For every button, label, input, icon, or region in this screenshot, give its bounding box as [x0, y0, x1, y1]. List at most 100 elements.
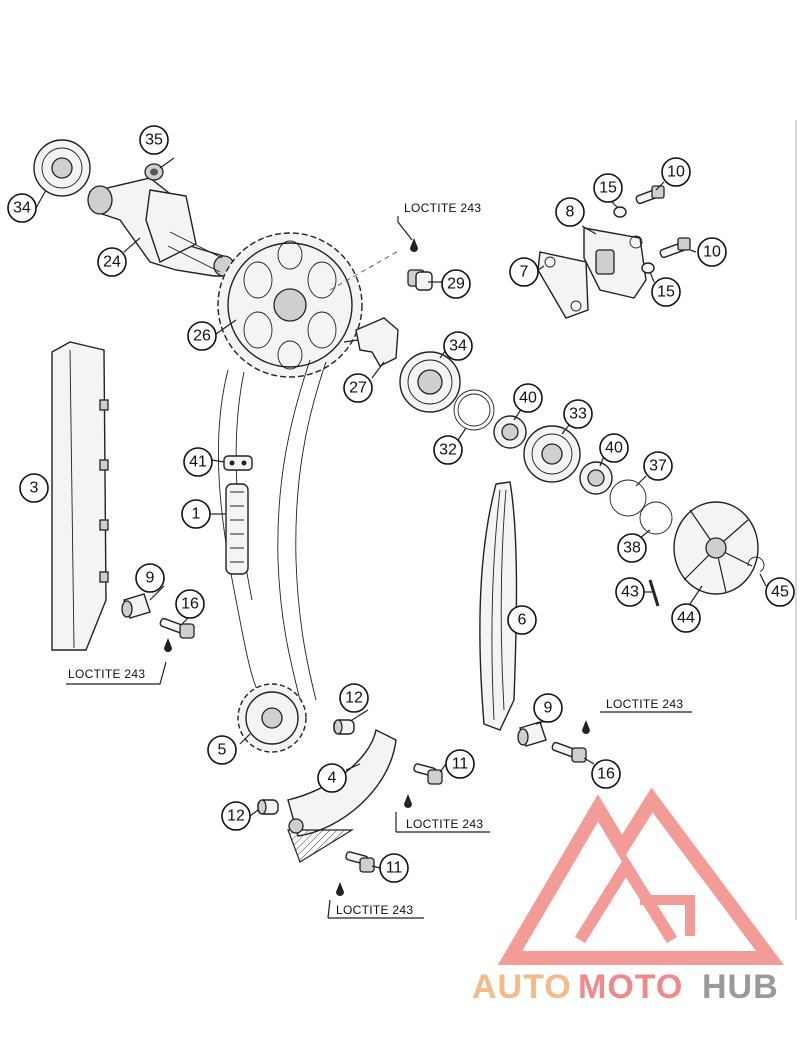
o-ring-38: [639, 501, 673, 535]
water-pump-impeller: [673, 501, 759, 595]
washer-32: [453, 389, 495, 431]
svg-text:26: 26: [193, 328, 211, 345]
part-27-bracket: [343, 317, 399, 367]
loctite-brackets: [66, 216, 692, 919]
svg-text:24: 24: [103, 254, 121, 271]
svg-text:33: 33: [569, 406, 587, 423]
watermark-text: AUTO MOTO HUB: [472, 968, 778, 1006]
chain-link-41: [223, 455, 253, 471]
svg-text:44: 44: [677, 610, 695, 627]
svg-text:11: 11: [452, 756, 469, 773]
svg-text:6: 6: [518, 612, 527, 629]
callout-6: 6: [507, 605, 537, 635]
callout-27: 27: [343, 373, 373, 403]
callout-29: 29: [441, 269, 471, 299]
callout-40-right: 40: [599, 433, 629, 463]
bushing-12-upper: [333, 719, 355, 735]
callout-34-top: 34: [7, 193, 37, 223]
part-35-nut: [144, 157, 175, 181]
washer-15-top: [613, 206, 627, 218]
callout-7: 7: [509, 257, 539, 287]
svg-text:LOCTITE 243: LOCTITE 243: [336, 903, 413, 917]
svg-text:35: 35: [145, 132, 163, 149]
svg-text:34: 34: [449, 338, 467, 355]
washer-15-bottom: [641, 262, 655, 274]
leader-lines: [35, 181, 767, 869]
callout-38: 38: [617, 533, 647, 563]
svg-text:7: 7: [520, 264, 529, 281]
watermark-logo: [497, 787, 784, 965]
svg-text:3: 3: [30, 480, 39, 497]
svg-text:12: 12: [345, 690, 363, 707]
svg-text:27: 27: [349, 380, 367, 397]
callout-12-upper: 12: [339, 683, 369, 713]
callout-9-left: 9: [135, 563, 165, 593]
callout-3: 3: [19, 473, 49, 503]
svg-text:32: 32: [439, 442, 457, 459]
watermark-auto: AUTO: [472, 968, 572, 1006]
svg-text:9: 9: [544, 700, 553, 717]
callout-5: 5: [207, 735, 237, 765]
svg-text:5: 5: [218, 742, 227, 759]
callout-8: 8: [555, 197, 585, 227]
svg-text:10: 10: [703, 244, 721, 261]
callout-40-left: 40: [513, 383, 543, 413]
svg-text:9: 9: [146, 570, 155, 587]
camshaft: [87, 177, 235, 277]
svg-text:40: 40: [605, 440, 623, 457]
timing-chain: [217, 359, 327, 701]
callout-9-right: 9: [533, 693, 563, 723]
screw-11-lower: [336, 851, 375, 896]
callout-26: 26: [187, 321, 217, 351]
bolt-16-left: [159, 617, 195, 652]
callout-11-lower: 11: [379, 853, 409, 883]
loctite-label-top: LOCTITE 243: [404, 201, 481, 215]
svg-text:12: 12: [227, 808, 245, 825]
callout-4: 4: [317, 763, 347, 793]
bearing-top-left: [33, 139, 91, 197]
svg-text:1: 1: [192, 506, 201, 523]
svg-text:LOCTITE 243: LOCTITE 243: [404, 201, 481, 215]
pin-43: [648, 579, 660, 607]
callout-10-bottom: 10: [697, 237, 727, 267]
bearing-middle: [399, 351, 461, 413]
watermark-moto: MOTO: [578, 968, 683, 1006]
loctite-label-middle: LOCTITE 243: [406, 817, 483, 831]
svg-text:15: 15: [599, 180, 617, 197]
chain-guide-lower: [287, 728, 397, 863]
bushing-9-left: [121, 593, 151, 619]
svg-text:37: 37: [649, 458, 667, 475]
o-ring-37: [609, 479, 647, 517]
callout-15-bottom: 15: [651, 277, 681, 307]
callout-1: 1: [181, 499, 211, 529]
svg-text:43: 43: [621, 584, 639, 601]
svg-text:41: 41: [189, 454, 207, 471]
svg-text:38: 38: [623, 540, 641, 557]
screw-10-top: [635, 185, 665, 205]
callout-37: 37: [643, 451, 673, 481]
svg-text:15: 15: [657, 284, 675, 301]
callout-43: 43: [615, 577, 645, 607]
bushing-12-lower: [257, 799, 279, 815]
loctite-label-left: LOCTITE 243: [68, 667, 145, 681]
callout-32: 32: [433, 435, 463, 465]
callout-15-top: 15: [593, 173, 623, 203]
loctite-label-bottom: LOCTITE 243: [336, 903, 413, 917]
callout-10-top: 10: [661, 157, 691, 187]
screw-10-bottom: [659, 237, 691, 259]
callout-33: 33: [563, 399, 593, 429]
svg-text:LOCTITE 243: LOCTITE 243: [406, 817, 483, 831]
bolt-16-right: [551, 720, 590, 763]
callout-12-lower: 12: [221, 801, 251, 831]
tensioner-gasket: [537, 251, 589, 319]
screw-29: [407, 238, 433, 291]
callout-11-upper: 11: [445, 749, 475, 779]
svg-text:8: 8: [566, 204, 575, 221]
callout-24: 24: [97, 247, 127, 277]
bearing-40-right: [579, 461, 613, 495]
bearing-40-left: [493, 415, 527, 449]
callout-16-right: 16: [591, 759, 621, 789]
svg-text:40: 40: [519, 390, 537, 407]
svg-text:16: 16: [181, 596, 199, 613]
alignment-line: [329, 249, 401, 291]
